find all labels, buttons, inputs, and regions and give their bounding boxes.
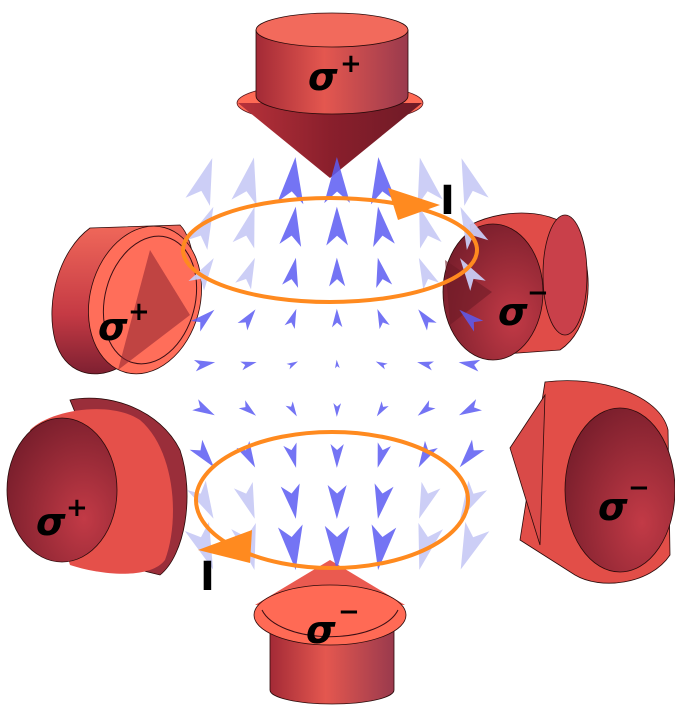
field-arrow: [374, 483, 394, 519]
field-arrow: [419, 206, 442, 249]
field-arrow: [373, 206, 395, 248]
field-arrow: [279, 206, 302, 247]
field-arrow: [285, 401, 297, 417]
coil-lower-arrowhead: [198, 530, 252, 563]
beam-upper-right-sign: −: [527, 278, 549, 308]
field-arrow: [371, 524, 397, 571]
field-arrow: [460, 521, 490, 570]
field-arrow: [232, 206, 255, 249]
field-arrow: [335, 359, 340, 369]
field-arrow: [189, 439, 215, 468]
coil-upper-current-label: I: [440, 178, 455, 224]
field-arrow: [459, 439, 485, 468]
beam-lower-left: σ +: [6, 397, 188, 576]
field-arrow: [331, 308, 343, 328]
beam-bottom: σ −: [253, 560, 407, 705]
field-arrow: [286, 361, 298, 370]
field-arrow: [280, 483, 300, 519]
field-arrow: [333, 403, 342, 417]
field-arrow: [190, 309, 215, 332]
beam-bottom-symbol: σ: [306, 608, 336, 652]
beam-top: σ +: [236, 12, 424, 178]
field-arrow: [461, 158, 489, 206]
beam-lower-right-symbol: σ: [598, 485, 628, 529]
field-arrow: [231, 157, 257, 206]
beam-lower-left-symbol: σ: [36, 500, 66, 544]
beam-upper-right-symbol: σ: [498, 290, 528, 334]
field-arrow: [417, 361, 434, 371]
field-arrow: [377, 442, 391, 468]
coil-upper-arrowhead: [388, 188, 440, 220]
field-arrow: [417, 400, 436, 416]
beam-upper-left-sign: +: [128, 297, 150, 327]
coil-lower: I: [194, 430, 470, 600]
beam-lower-left-sign: +: [66, 493, 88, 523]
field-arrow: [418, 257, 440, 290]
field-arrow: [460, 206, 489, 250]
field-arrow: [419, 481, 441, 519]
field-arrow: [417, 157, 443, 206]
beam-upper-left-symbol: σ: [98, 305, 128, 349]
field-arrow: [377, 308, 390, 330]
field-arrow: [458, 359, 481, 372]
field-arrow: [184, 521, 214, 570]
beam-bottom-sign: −: [338, 597, 360, 627]
field-arrow: [376, 401, 389, 417]
field-arrow: [326, 206, 348, 246]
field-arrow: [238, 400, 257, 416]
field-arrow: [187, 480, 214, 519]
magnetic-field-arrows: [184, 157, 490, 571]
field-arrow: [327, 484, 347, 519]
field-arrow: [193, 360, 216, 372]
field-arrow: [236, 441, 256, 468]
beam-top-sign: +: [340, 49, 362, 79]
coil-upper: I: [181, 178, 479, 304]
field-arrow: [278, 524, 303, 571]
beam-upper-right: σ −: [442, 212, 589, 361]
beam-upper-left: σ +: [51, 224, 202, 375]
field-arrow: [329, 257, 346, 287]
field-arrow: [330, 444, 344, 468]
field-arrow: [237, 309, 256, 331]
field-arrow: [459, 309, 484, 332]
field-arrow: [283, 442, 297, 468]
field-arrow: [192, 399, 215, 416]
field-arrow: [235, 257, 255, 290]
field-arrow: [459, 258, 486, 291]
field-arrow: [284, 308, 297, 329]
field-arrow: [185, 158, 213, 206]
field-arrow: [277, 157, 304, 205]
field-arrow: [324, 157, 350, 204]
field-arrow: [376, 257, 393, 289]
field-arrow: [458, 399, 482, 416]
beam-top-symbol: σ: [308, 55, 338, 99]
field-arrow: [324, 525, 350, 571]
field-arrow: [282, 257, 299, 288]
field-arrow: [375, 361, 388, 370]
beam-lower-right: σ −: [509, 380, 675, 584]
field-arrow: [240, 361, 257, 371]
beam-lower-right-sign: −: [628, 473, 650, 503]
field-arrow: [418, 309, 437, 331]
field-arrow: [233, 482, 255, 519]
coil-lower-current-label: I: [200, 554, 215, 600]
